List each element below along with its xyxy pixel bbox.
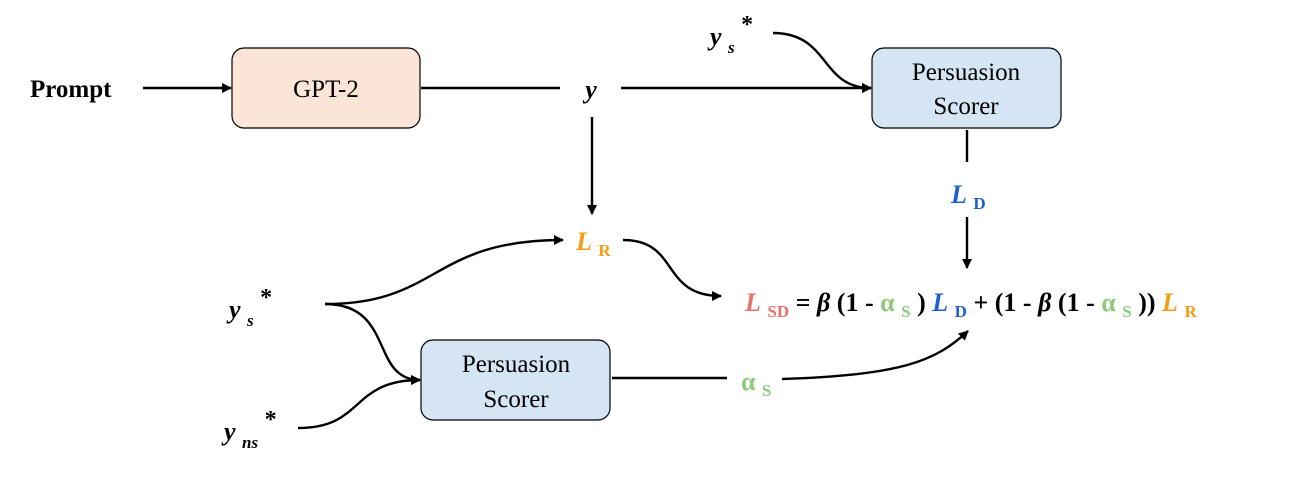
persuasion-scorer-top-box: Persuasion Scorer: [871, 47, 1062, 129]
lsd-sub: SD: [767, 302, 789, 321]
yns-sub: ns: [242, 433, 258, 452]
lr-label: L R: [575, 227, 611, 260]
eq-ld-sub: D: [955, 302, 967, 321]
eq-alpha-2: α: [1101, 288, 1116, 317]
y-label: y: [582, 75, 597, 104]
scorer-top-line2: Scorer: [933, 93, 999, 120]
ld-sub: D: [973, 194, 985, 213]
alpha-base: α: [741, 367, 756, 396]
ys-left-sup: *: [260, 285, 272, 311]
arrow-ys-to-scorer-bottom: [324, 302, 421, 385]
eq-paren-3: (1 -: [1058, 288, 1101, 317]
prompt-label: Prompt: [30, 76, 112, 103]
svg-text:y s *: y s *: [707, 12, 753, 59]
ys-left-base: y: [226, 295, 241, 324]
eq-alpha-1: α: [880, 288, 895, 317]
yns-base: y: [221, 417, 236, 446]
ys-top-base: y: [707, 22, 722, 51]
eq-plus: + (1 -: [973, 288, 1038, 317]
ld-base: L: [950, 180, 967, 209]
scorer-bottom-line1: Persuasion: [462, 351, 571, 378]
arrow-ys-to-scorer-top: [772, 31, 872, 93]
gpt2-label: GPT-2: [293, 76, 359, 103]
alpha-label: α S: [741, 367, 771, 400]
arrow-lr-to-equation: [622, 238, 722, 301]
eq-equals: =: [796, 288, 817, 317]
ys-top-sub: s: [727, 38, 735, 57]
eq-alpha-1-sub: S: [901, 302, 910, 321]
ys-top-label: y s *: [707, 12, 753, 59]
yns-sup: *: [265, 407, 277, 433]
arrow-yns-to-scorer-bottom: [297, 375, 421, 430]
eq-paren-2: ): [917, 288, 932, 317]
eq-paren-4: )): [1138, 288, 1162, 317]
ys-left-label: y s *: [226, 285, 272, 332]
ld-label: L D: [950, 180, 986, 213]
loss-equation: L SD = β (1 - α S ) L D + (1 - β (1 - α …: [744, 288, 1197, 323]
lr-base: L: [575, 227, 592, 256]
eq-lr-sub: R: [1184, 302, 1197, 321]
gpt2-box: GPT-2: [231, 47, 421, 129]
eq-paren-1: (1 -: [837, 288, 880, 317]
ys-left-sub: s: [246, 311, 254, 330]
eq-alpha-2-sub: S: [1122, 302, 1131, 321]
persuasion-scorer-bottom-box: Persuasion Scorer: [420, 339, 611, 421]
lr-sub: R: [598, 241, 611, 260]
arrow-ys-to-lr: [324, 235, 564, 306]
eq-beta-1: β: [816, 288, 831, 317]
eq-ld-base: L: [931, 288, 948, 317]
scorer-bottom-line2: Scorer: [483, 386, 549, 413]
alpha-sub: S: [762, 381, 771, 400]
eq-beta-2: β: [1037, 288, 1052, 317]
ys-top-sup: *: [741, 12, 753, 38]
yns-label: y ns *: [221, 407, 277, 454]
eq-lr-base: L: [1161, 288, 1178, 317]
scorer-top-line1: Persuasion: [912, 59, 1021, 86]
lsd-base: L: [744, 288, 761, 317]
arrow-alpha-to-equation: [781, 330, 969, 381]
